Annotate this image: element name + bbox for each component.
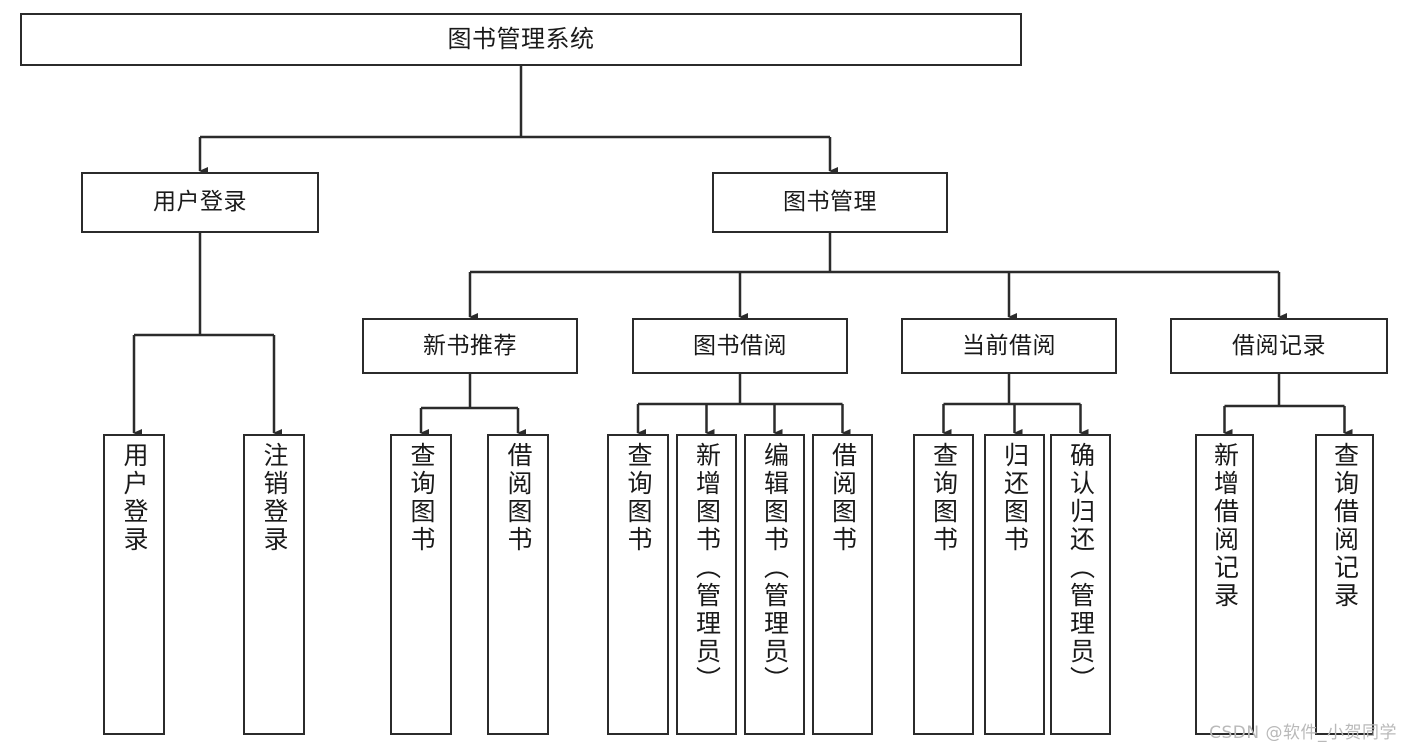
node-label: 图书借阅: [693, 332, 787, 359]
node-leaf-confirm[interactable]: 确认归还（管理员）: [1050, 434, 1111, 735]
node-leaf-query-3[interactable]: 查询图书: [913, 434, 974, 735]
node-book-borrow[interactable]: 图书借阅: [632, 318, 848, 374]
node-borrow-record[interactable]: 借阅记录: [1170, 318, 1388, 374]
node-new-book-rec[interactable]: 新书推荐: [362, 318, 578, 374]
node-label: 图书管理: [783, 189, 877, 216]
node-label: 查询图书: [407, 442, 436, 554]
node-label: 用户登录: [153, 189, 247, 216]
node-label: 查询图书: [929, 442, 959, 554]
node-book-manage[interactable]: 图书管理: [712, 172, 948, 233]
node-leaf-add-book[interactable]: 新增图书（管理员）: [676, 434, 737, 735]
node-leaf-return[interactable]: 归还图书: [984, 434, 1045, 735]
node-root[interactable]: 图书管理系统: [20, 13, 1022, 66]
node-label: 确认归还（管理员）: [1066, 442, 1096, 694]
node-label: 新增图书（管理员）: [692, 442, 722, 694]
node-label: 查询图书: [624, 442, 653, 554]
node-label: 注销登录: [260, 442, 289, 554]
node-label: 用户登录: [120, 442, 149, 554]
connector-edges: [132, 66, 1353, 437]
node-label: 当前借阅: [962, 332, 1056, 359]
node-label: 归还图书: [1000, 442, 1030, 554]
node-label: 编辑图书（管理员）: [760, 442, 790, 694]
node-leaf-borrow-1[interactable]: 借阅图书: [487, 434, 549, 735]
node-leaf-query-2[interactable]: 查询图书: [607, 434, 669, 735]
node-label: 借阅记录: [1232, 332, 1326, 359]
node-leaf-add-rec[interactable]: 新增借阅记录: [1195, 434, 1254, 735]
node-leaf-logout[interactable]: 注销登录: [243, 434, 305, 735]
node-label: 借阅图书: [828, 442, 858, 554]
node-leaf-query-1[interactable]: 查询图书: [390, 434, 452, 735]
node-leaf-login[interactable]: 用户登录: [103, 434, 165, 735]
node-leaf-query-rec[interactable]: 查询借阅记录: [1315, 434, 1374, 735]
node-label: 新增借阅记录: [1210, 442, 1240, 610]
node-user-login[interactable]: 用户登录: [81, 172, 319, 233]
node-leaf-edit-book[interactable]: 编辑图书（管理员）: [744, 434, 805, 735]
node-current-borrow[interactable]: 当前借阅: [901, 318, 1117, 374]
node-label: 借阅图书: [504, 442, 533, 554]
node-label: 图书管理系统: [447, 24, 595, 53]
node-label: 新书推荐: [423, 332, 517, 359]
node-leaf-borrow-2[interactable]: 借阅图书: [812, 434, 873, 735]
node-label: 查询借阅记录: [1330, 442, 1360, 610]
csdn-watermark: CSDN @软件_小贺同学: [1209, 723, 1397, 743]
